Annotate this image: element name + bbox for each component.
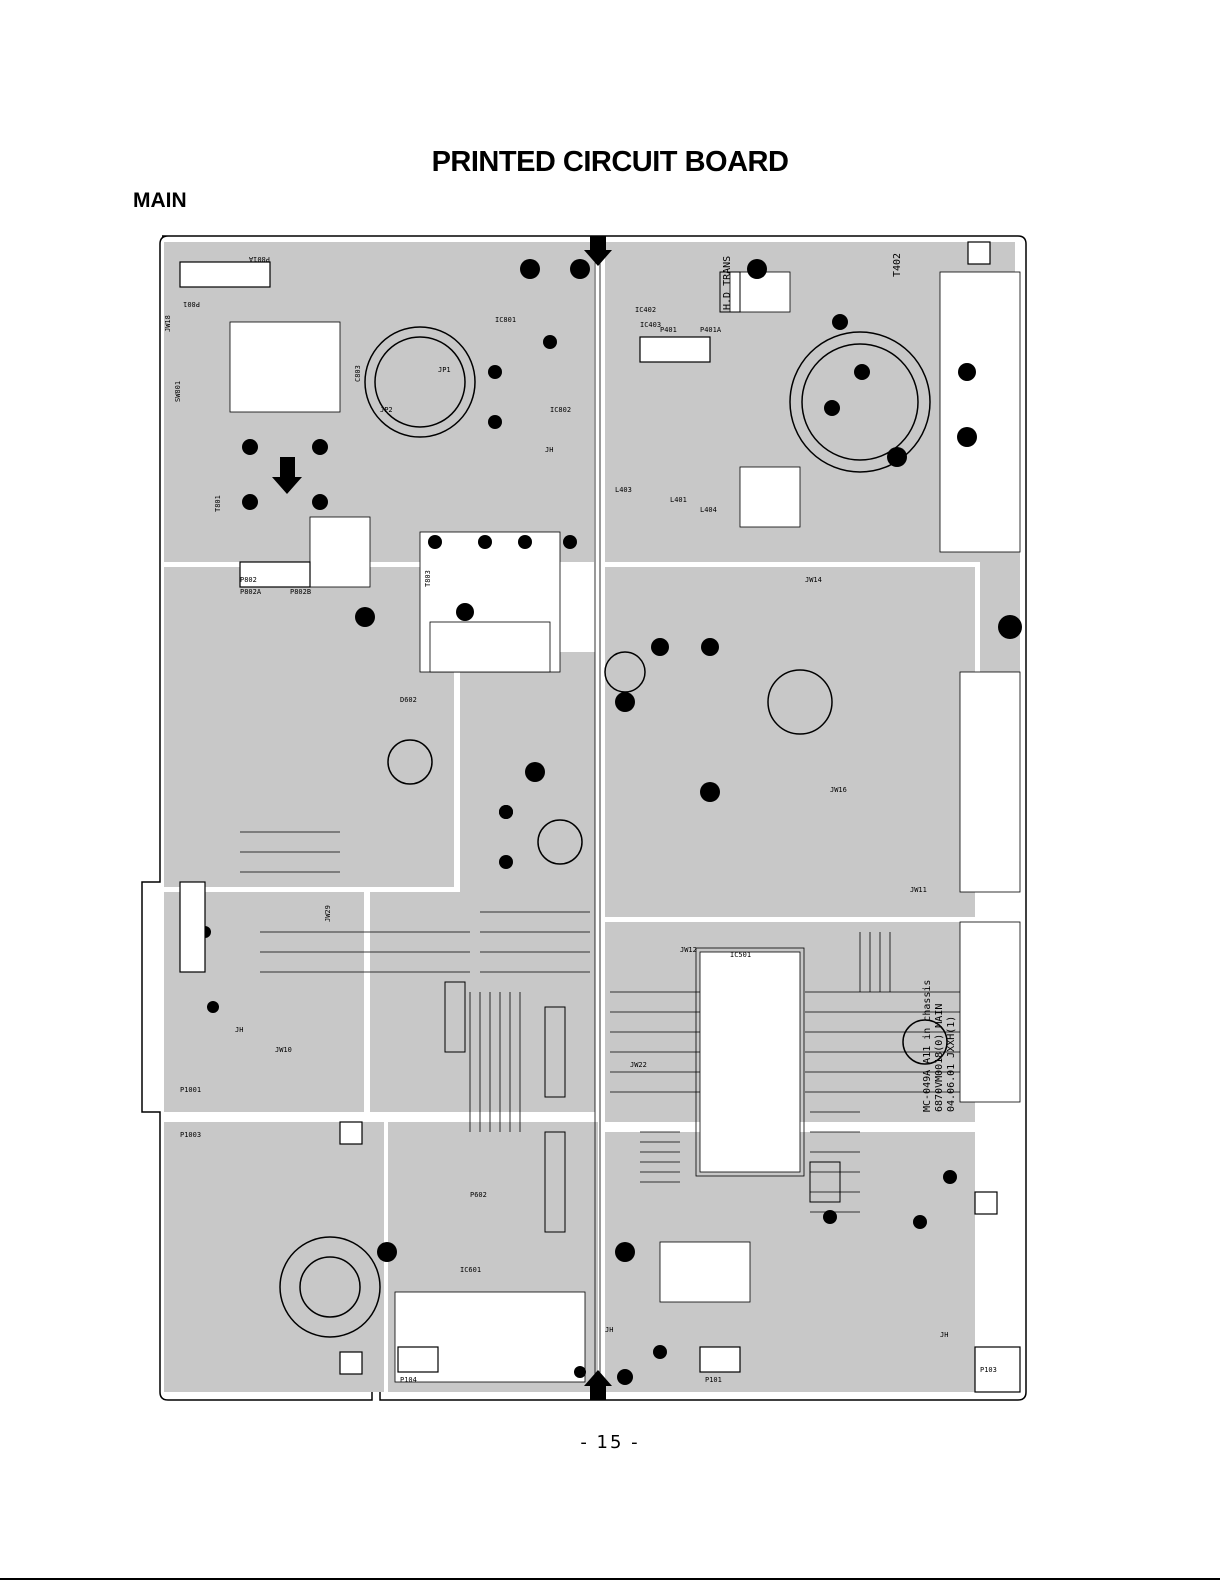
- l404-label: L404: [700, 506, 717, 514]
- p103-label: P103: [980, 1366, 997, 1374]
- copper-pours: [164, 242, 1020, 1392]
- large-components: [279, 326, 948, 1338]
- p801-label: P801: [183, 300, 200, 308]
- p1001-label: P1001: [180, 1086, 201, 1094]
- jw18-label: JW18: [164, 315, 172, 332]
- chassis-line-2: 6870VM0018(0) MAIN: [934, 1004, 945, 1112]
- jw14-label: JW14: [805, 576, 822, 584]
- jp2-label: JP2: [380, 406, 393, 414]
- jh-label-1: JH: [545, 446, 553, 454]
- jw11-label: JW11: [910, 886, 927, 894]
- p802-label: P802: [240, 576, 257, 584]
- p602-label: P602: [470, 1191, 487, 1199]
- page-number: - 15 -: [580, 1432, 640, 1453]
- ic601-label: IC601: [460, 1266, 481, 1274]
- pads: [199, 259, 1022, 1385]
- chassis-line-1: MC-049A A11 in chassis: [922, 980, 933, 1112]
- l401-label: L401: [670, 496, 687, 504]
- p802b-label: P802B: [290, 588, 311, 596]
- t801-label: T801: [214, 495, 222, 512]
- divider-arrows: [272, 236, 612, 1400]
- c803-label: C803: [354, 365, 362, 382]
- jw22-label: JW22: [630, 1061, 647, 1069]
- jw10-label: JW10: [275, 1046, 292, 1054]
- ic403-label: IC403: [640, 321, 661, 329]
- t803-label: T803: [424, 570, 432, 587]
- connectors: [179, 241, 1021, 1393]
- jh-label-2: JH: [235, 1026, 243, 1034]
- p401-label: P401: [660, 326, 677, 334]
- ic802-label: IC802: [550, 406, 571, 414]
- p802a-label: P802A: [240, 588, 262, 596]
- traces: [240, 242, 960, 1400]
- jh-label-4: JH: [940, 1331, 948, 1339]
- p1003-label: P1003: [180, 1131, 201, 1139]
- pcb-diagram: H.D TRANS T402 IC501 IC601 P801 P801A P4…: [141, 235, 1027, 1401]
- ic801-label: IC801: [495, 316, 516, 324]
- p401a-label: P401A: [700, 326, 722, 334]
- page-title: PRINTED CIRCUIT BOARD: [431, 146, 789, 178]
- p801a-label: P801A: [248, 255, 270, 263]
- footer-rule: [0, 1578, 1220, 1580]
- jh-label-3: JH: [605, 1326, 613, 1334]
- p104-label: P104: [400, 1376, 417, 1384]
- jw29-label: JW29: [324, 905, 332, 922]
- hd-trans-label: H.D TRANS: [722, 256, 733, 310]
- jw16-label: JW16: [830, 786, 847, 794]
- chassis-info: MC-049A A11 in chassis 6870VM0018(0) MAI…: [922, 980, 957, 1112]
- silkscreen-labels: H.D TRANS T402 IC501 IC601 P801 P801A P4…: [164, 253, 997, 1384]
- fbt-label: T402: [892, 253, 903, 277]
- ic-bodies: [444, 271, 841, 1233]
- p101-label: P101: [705, 1376, 722, 1384]
- d602-label: D602: [400, 696, 417, 704]
- jw12-label: JW12: [680, 946, 697, 954]
- sw801-label: SW801: [174, 381, 182, 402]
- section-heading: MAIN: [133, 189, 187, 212]
- ic501-label: IC501: [730, 951, 751, 959]
- ic402-label: IC402: [635, 306, 656, 314]
- jp1-label: JP1: [438, 366, 451, 374]
- chassis-line-3: 04.06.01 JXXH(1): [946, 1016, 957, 1112]
- l403-label: L403: [615, 486, 632, 494]
